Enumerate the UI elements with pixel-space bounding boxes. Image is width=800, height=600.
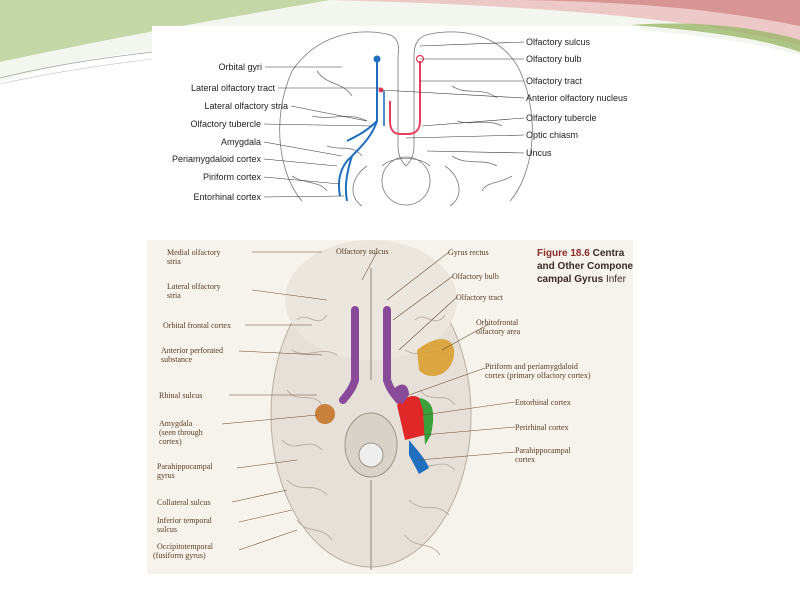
figure-number: Figure 18.6 xyxy=(537,248,590,259)
label-olfactory-bulb-bottom: Olfactory bulb xyxy=(452,272,499,281)
label-optic-chiasm: Optic chiasm xyxy=(526,130,579,140)
label-parahippocampal-cortex-1: Parahippocampal xyxy=(515,446,571,455)
label-olfactory-sulcus: Olfactory sulcus xyxy=(526,37,591,47)
label-orbital-gyri: Orbital gyri xyxy=(218,62,262,72)
label-uncus: Uncus xyxy=(526,148,552,158)
label-anterior-perforated-1: Anterior perforated xyxy=(161,346,223,355)
brain-outline-drawing xyxy=(263,31,533,207)
label-olfactory-tract: Olfactory tract xyxy=(526,76,583,86)
label-lateral-olfactory-tract: Lateral olfactory tract xyxy=(190,83,275,93)
label-olfactory-sulcus-bottom: Olfactory sulcus xyxy=(336,247,389,256)
label-parahippocampal-gyrus-1: Parahippocampal xyxy=(157,462,213,471)
brain-ventral-figure: Medial olfactory stria Lateral olfactory… xyxy=(147,240,633,574)
label-gyrus-rectus: Gyrus rectus xyxy=(448,248,489,257)
label-occipitotemporal-2: (fusiform gyrus) xyxy=(153,551,206,560)
label-amygdala-2: (seen through xyxy=(159,428,203,437)
label-anterior-olfactory-nucleus: Anterior olfactory nucleus xyxy=(526,93,628,103)
label-orbital-frontal-cortex: Orbital frontal cortex xyxy=(163,321,231,330)
slide-header-swoosh xyxy=(0,0,800,85)
label-piriform-1: Piriform and periamygdaloid xyxy=(485,362,578,371)
figure-caption-line-1: Figure 18.6 Centra xyxy=(537,248,624,260)
label-parahippocampal-gyrus-2: gyrus xyxy=(157,471,175,480)
label-amygdala-3: cortex) xyxy=(159,437,182,446)
label-lateral-olfactory-stria: Lateral olfactory stria xyxy=(204,101,288,111)
label-medial-olfactory-stria-2: stria xyxy=(167,257,181,266)
label-piriform-cortex: Piriform cortex xyxy=(202,172,261,182)
label-lateral-olfactory-stria-2: stria xyxy=(167,291,181,300)
label-olfactory-tubercle-left: Olfactory tubercle xyxy=(190,119,261,129)
olfactory-pathway-diagram: Orbital gyri Lateral olfactory tract Lat… xyxy=(152,26,640,218)
label-lateral-olfactory-stria-1: Lateral olfactory xyxy=(167,282,221,291)
label-parahippocampal-cortex-2: cortex xyxy=(515,455,535,464)
label-rhinal-sulcus: Rhinal sulcus xyxy=(159,391,203,400)
label-piriform-2: cortex (primary olfactory cortex) xyxy=(485,371,591,380)
label-anterior-perforated-2: substance xyxy=(161,355,193,364)
figure-title-line-2: and Other Compone xyxy=(537,261,634,272)
figure-caption-line-3: campal Gyrus Infer xyxy=(537,274,626,286)
label-entorhinal-cortex-bottom: Entorhinal cortex xyxy=(515,398,571,407)
label-orbitofrontal-1: Orbitofrontal xyxy=(476,318,519,327)
label-medial-olfactory-stria-1: Medial olfactory xyxy=(167,248,221,257)
label-olfactory-bulb: Olfactory bulb xyxy=(526,54,582,64)
figure-title-part-1: Centra xyxy=(592,248,625,259)
label-olfactory-tract-bottom: Olfactory tract xyxy=(456,293,503,302)
label-olfactory-tubercle-right: Olfactory tubercle xyxy=(526,113,597,123)
label-inferior-temporal-sulcus-1: Inferior temporal xyxy=(157,516,212,525)
label-periamygdaloid-cortex: Periamygdaloid cortex xyxy=(171,154,261,164)
figure-title-part-3b: Infer xyxy=(605,274,626,285)
label-entorhinal-cortex: Entorhinal cortex xyxy=(193,192,261,202)
label-amygdala-1: Amygdala xyxy=(159,419,193,428)
label-orbitofrontal-2: olfactory area xyxy=(476,327,521,336)
label-inferior-temporal-sulcus-2: sulcus xyxy=(157,525,177,534)
label-perirhinal-cortex: Perirhinal cortex xyxy=(515,423,569,432)
brain-ventral-illustration xyxy=(221,240,516,570)
label-amygdala: Amygdala xyxy=(220,137,261,147)
label-occipitotemporal-1: Occipitotemporal xyxy=(157,542,213,551)
figure-title-part-3: campal Gyrus xyxy=(537,274,604,285)
label-collateral-sulcus: Collateral sulcus xyxy=(157,498,211,507)
